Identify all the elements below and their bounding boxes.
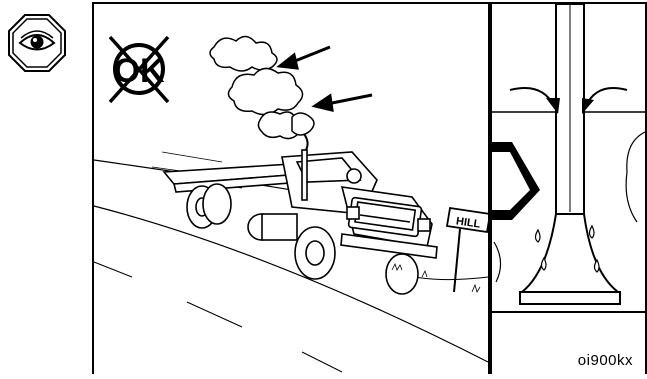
crossed-out-circle-icon: OK [110,37,168,102]
truck-smoke-illustration: OK [92,2,647,374]
eye-warning-badge [8,14,66,72]
figure-code: oi900kx [578,352,633,369]
illustration-frame: OK [92,2,647,374]
